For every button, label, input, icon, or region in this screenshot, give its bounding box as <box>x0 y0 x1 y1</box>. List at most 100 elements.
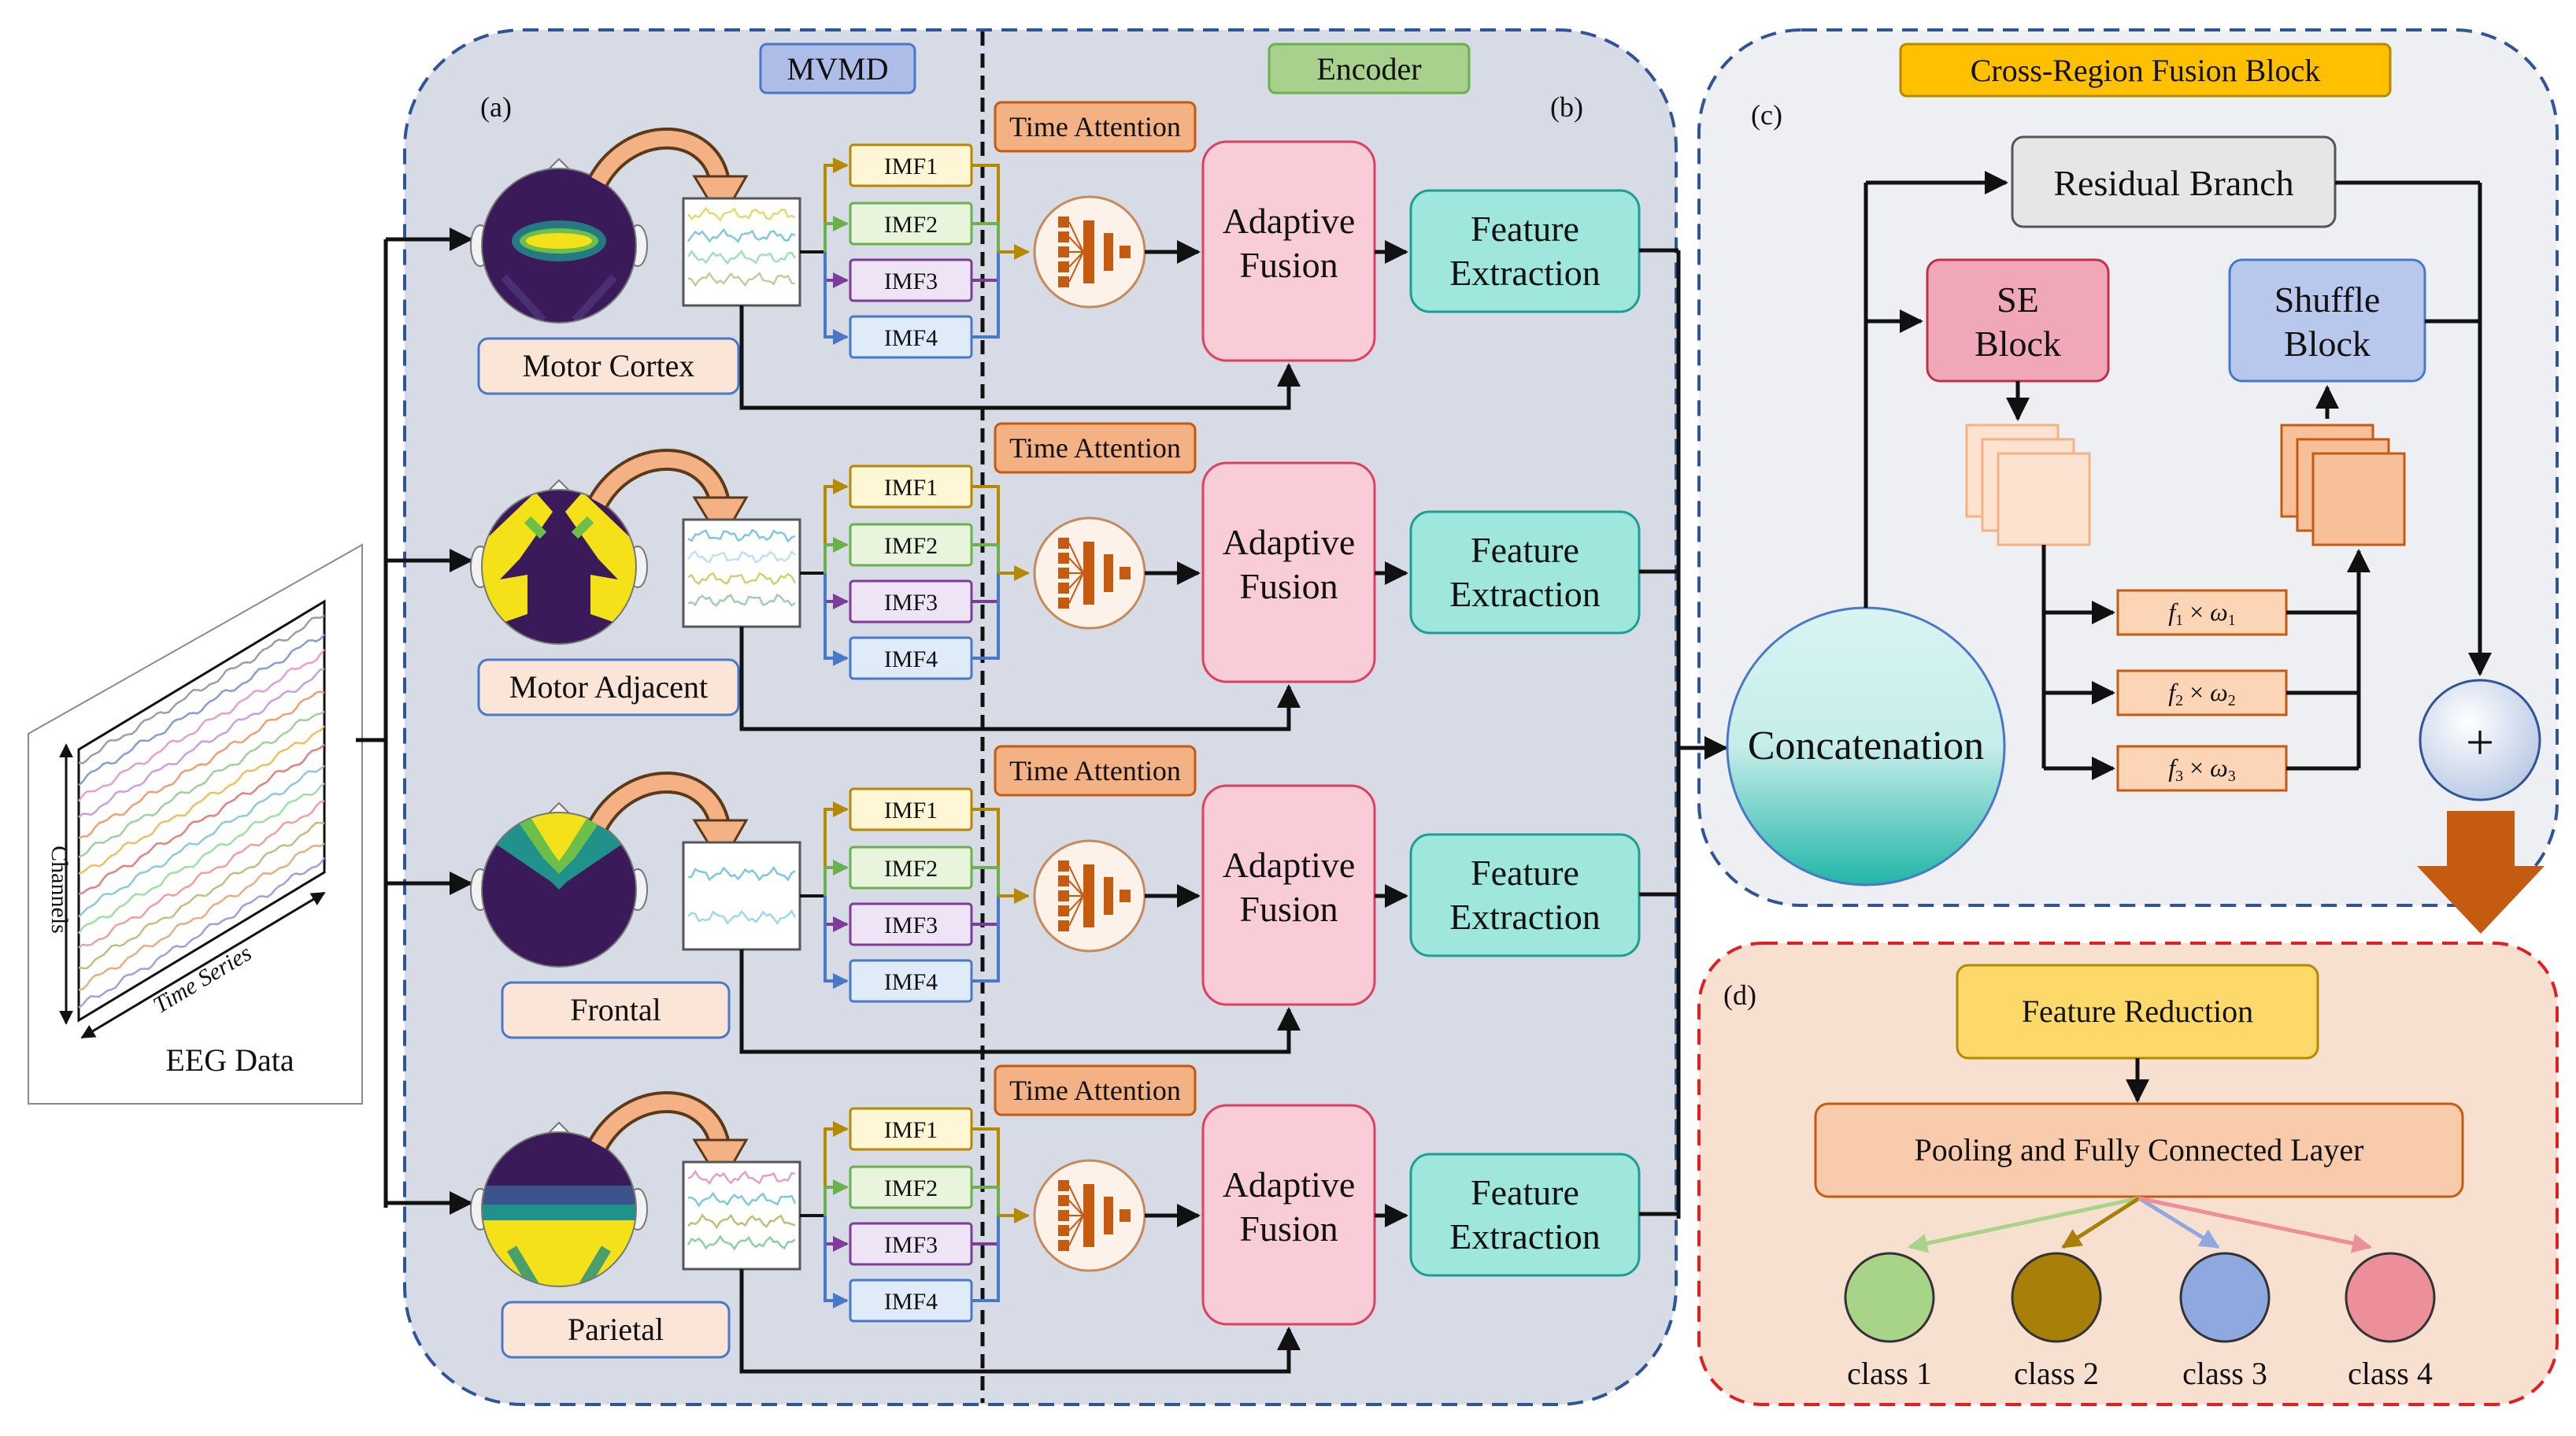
feature-extraction-line1: Feature <box>1471 209 1579 249</box>
feature-extraction-line1: Feature <box>1471 530 1579 570</box>
weight-box <box>2116 745 2288 792</box>
feature-extraction-line2: Extraction <box>1449 253 1601 293</box>
imf-label: IMF1 <box>884 475 938 501</box>
cross-region-title-box <box>1899 43 2392 98</box>
feature-extraction-line1: Feature <box>1471 1172 1579 1212</box>
panel-c-label: (c) <box>1751 99 1782 131</box>
time-attention-label: Time Attention <box>1009 1075 1181 1106</box>
topomap-frontal <box>470 801 648 968</box>
adaptive-fusion-line2: Fusion <box>1239 1208 1338 1249</box>
attention-network-icon <box>1033 1159 1146 1272</box>
attention-network-icon <box>1033 839 1146 953</box>
class-node <box>2345 1252 2436 1343</box>
panel-d-label: (d) <box>1723 979 1756 1011</box>
pooling-box <box>1814 1102 2464 1198</box>
attention-network-icon <box>1033 195 1146 309</box>
eeg-trace <box>78 725 325 875</box>
region-label-box <box>501 1301 731 1359</box>
eeg-data-label: EEG Data <box>165 1042 294 1078</box>
output-down-arrow <box>2417 811 2545 934</box>
eeg-trace <box>78 743 325 895</box>
region-label: Motor Adjacent <box>509 669 708 705</box>
adaptive-fusion-line1: Adaptive <box>1223 1164 1356 1205</box>
feature-reduction-label: Feature Reduction <box>2022 994 2253 1029</box>
adaptive-fusion-line2: Fusion <box>1239 889 1338 929</box>
time-attention-box <box>994 422 1197 474</box>
eeg-trace <box>78 690 325 839</box>
adaptive-fusion-line2: Fusion <box>1239 245 1338 285</box>
class-label: class 3 <box>2182 1356 2267 1391</box>
se-block-line2: Block <box>1975 324 2061 364</box>
weight-label: f2 × ω2 <box>2168 678 2236 709</box>
shuffle-block-line2: Block <box>2284 324 2371 364</box>
pooling-label: Pooling and Fully Connected Layer <box>1914 1132 2363 1168</box>
eeg-trace <box>78 614 325 764</box>
time-attention-label: Time Attention <box>1009 111 1181 142</box>
region-label-box <box>501 981 731 1039</box>
time-attention-label: Time Attention <box>1009 755 1181 786</box>
class-arrow <box>1907 1196 2140 1253</box>
skip-connection <box>739 1269 1301 1374</box>
skip-connection <box>739 305 1301 410</box>
adaptive-fusion-line2: Fusion <box>1239 566 1338 606</box>
imf-branch <box>824 252 849 345</box>
region-label: Motor Cortex <box>523 348 695 383</box>
eeg-trace <box>78 668 325 818</box>
adaptive-fusion-line1: Adaptive <box>1223 522 1356 562</box>
class-arrow <box>2061 1196 2141 1249</box>
imf-branch <box>824 537 849 573</box>
imf-label: IMF4 <box>884 325 938 351</box>
eeg-split-connector <box>356 239 388 1208</box>
imf-label: IMF2 <box>884 856 938 882</box>
imf-label: IMF2 <box>884 212 938 238</box>
feature-extraction-line2: Extraction <box>1449 897 1601 937</box>
imf-branch <box>824 860 849 896</box>
eeg-trace <box>77 649 325 802</box>
encoder-header-box <box>1268 43 1471 94</box>
feature-extraction-line2: Extraction <box>1449 574 1601 614</box>
region-label: Parietal <box>568 1312 664 1347</box>
cross-region-title: Cross-Region Fusion Block <box>1971 53 2320 88</box>
time-attention-box <box>994 745 1197 797</box>
imf-label: IMF1 <box>884 154 938 180</box>
time-attention-label: Time Attention <box>1009 432 1181 464</box>
imf-label: IMF3 <box>884 268 938 294</box>
mvmd-header: MVMD <box>787 51 889 87</box>
eeg-data-card: Channels Time Series EEG Data <box>28 543 363 1105</box>
class-arrow <box>2138 1196 2372 1253</box>
skip-connection <box>739 627 1301 731</box>
topomap-motor-cortex <box>470 157 648 324</box>
class-node <box>1844 1252 1935 1343</box>
class-node <box>2011 1252 2102 1343</box>
time-attention-box <box>994 1064 1197 1116</box>
skip-connection <box>739 949 1301 1054</box>
imf-label: IMF3 <box>884 912 938 938</box>
class-label: class 1 <box>1847 1356 1932 1391</box>
eeg-trace <box>78 764 325 918</box>
signal-thumbnail <box>682 518 801 628</box>
signal-thumbnail <box>682 841 801 951</box>
rows-to-concat-connector <box>1676 250 1728 1219</box>
imf-branch <box>824 573 849 666</box>
region-label: Frontal <box>570 992 661 1027</box>
feature-extraction-line1: Feature <box>1471 853 1579 893</box>
imf-label: IMF4 <box>884 1289 938 1315</box>
imf-label: IMF4 <box>884 969 938 995</box>
weight-label: f3 × ω3 <box>2168 753 2236 785</box>
eeg-axis-channels: Channels <box>46 846 72 934</box>
concatenation-label: Concatenation <box>1748 724 1984 768</box>
weight-box <box>2116 669 2288 716</box>
imf-branch <box>824 1216 849 1308</box>
imf-label: IMF3 <box>884 1232 938 1258</box>
region-label-box <box>477 337 740 395</box>
panel-a-label: (a) <box>480 91 512 123</box>
weight-box <box>2116 589 2288 636</box>
imf-label: IMF2 <box>884 1175 938 1201</box>
time-attention-box <box>994 101 1197 153</box>
imf-branch <box>824 216 849 252</box>
sum-node-plus: + <box>2466 714 2494 770</box>
